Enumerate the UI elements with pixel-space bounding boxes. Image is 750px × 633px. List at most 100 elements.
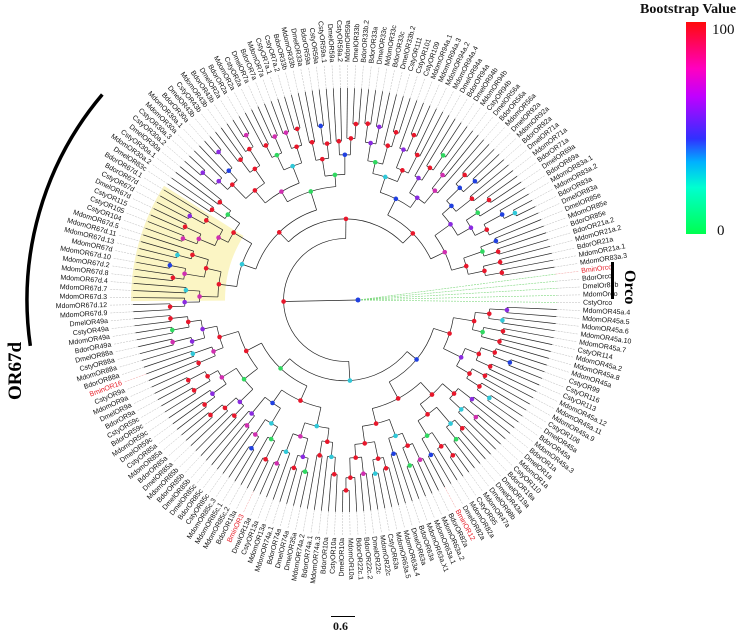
- leaf-guide-line: [555, 270, 580, 275]
- branch: [218, 151, 233, 169]
- leaf-guide-line: [375, 66, 380, 91]
- bootstrap-node-marker: [467, 371, 472, 376]
- leaf-label: MdomOR59a: [345, 20, 352, 62]
- branch: [153, 208, 187, 225]
- leaf-guide-line: [178, 450, 197, 468]
- branch: [179, 166, 222, 201]
- bootstrap-node-marker: [500, 318, 505, 323]
- branch: [383, 94, 397, 145]
- bootstrap-node-marker: [170, 275, 176, 281]
- bootstrap-node-marker: [459, 425, 465, 431]
- branch: [402, 447, 411, 466]
- leaf-guide-line: [442, 90, 455, 113]
- branch: [157, 382, 190, 401]
- orco-branch: [357, 295, 557, 301]
- branch: [446, 187, 461, 201]
- branch: [233, 232, 252, 244]
- bootstrap-node-marker: [512, 210, 518, 216]
- leaf-guide-line: [295, 507, 301, 531]
- leaf-guide-line: [544, 371, 568, 381]
- branch: [458, 437, 481, 464]
- branch: [500, 252, 552, 266]
- branch: [143, 234, 194, 252]
- bootstrap-node-marker: [415, 152, 420, 158]
- leaf-label: DmelOR33b: [353, 24, 362, 63]
- branch: [232, 184, 247, 199]
- leaf-guide-line: [448, 94, 462, 116]
- or67d-clade-label: OR67d: [5, 341, 26, 400]
- leaf-guide-line: [396, 71, 403, 95]
- bootstrap-node-marker: [276, 230, 282, 235]
- branch: [503, 328, 554, 339]
- leaf-guide-line: [539, 384, 562, 395]
- branch: [238, 116, 250, 134]
- bootstrap-node-marker: [237, 399, 243, 405]
- branch: [506, 312, 557, 317]
- bootstrap-node-marker: [211, 349, 216, 354]
- bootstrap-node-marker: [314, 423, 320, 429]
- leaf-guide-line: [121, 366, 145, 376]
- branch: [372, 459, 376, 474]
- branch: [502, 317, 556, 324]
- branch: [377, 473, 386, 509]
- branch: [499, 193, 529, 211]
- branch: [133, 297, 185, 299]
- leaf-guide-line: [184, 455, 202, 474]
- leaf-guide-line: [222, 481, 236, 502]
- branch: [421, 438, 432, 456]
- branch: [249, 148, 261, 166]
- branch: [285, 132, 292, 149]
- leaf-guide-line: [153, 423, 174, 438]
- leaf-guide-line: [188, 122, 205, 142]
- leaf-label: MdomOR67d.9: [60, 310, 108, 320]
- bootstrap-node-marker: [347, 378, 353, 383]
- leaf-guide-line: [554, 330, 579, 335]
- bootstrap-node-marker: [324, 439, 330, 445]
- leaf-guide-line: [118, 234, 142, 242]
- branch: [292, 165, 300, 184]
- leaf-guide-line: [436, 86, 448, 109]
- branch: [141, 241, 179, 253]
- root-branch: [283, 299, 359, 302]
- branch: [473, 419, 501, 445]
- branch: [285, 433, 294, 452]
- leaf-guide-line: [111, 265, 136, 270]
- branch: [209, 136, 222, 151]
- bootstrap-node-marker: [361, 471, 366, 477]
- bootstrap-node-marker: [202, 402, 207, 407]
- bootstrap-node-marker: [225, 212, 231, 217]
- branch: [143, 350, 193, 368]
- leaf-label: DmelOR10a: [339, 538, 346, 577]
- bootstrap-node-marker: [252, 188, 258, 193]
- orco-clade-bar: [611, 262, 614, 299]
- bootstrap-node-marker: [332, 172, 338, 178]
- branch: [483, 377, 530, 405]
- leaf-guide-line: [556, 309, 581, 311]
- bootstrap-node-marker: [182, 271, 187, 277]
- branch: [297, 93, 310, 143]
- leaf-guide-line: [250, 494, 261, 517]
- bootstrap-node-marker: [438, 444, 444, 449]
- leaf-guide-line: [423, 80, 433, 104]
- bootstrap-node-marker: [216, 281, 222, 287]
- branch: [446, 426, 457, 440]
- branch: [426, 118, 456, 166]
- branch: [440, 130, 473, 174]
- branch: [508, 364, 543, 379]
- branch: [364, 89, 369, 124]
- leaf-guide-line: [555, 323, 580, 327]
- leaf-label: MdomOR67d.3: [60, 294, 108, 302]
- branch: [190, 410, 228, 446]
- branch: [365, 123, 369, 143]
- leaf-guide-line: [526, 409, 547, 423]
- bootstrap-node-marker: [504, 307, 510, 313]
- leaf-guide-line: [531, 188, 554, 201]
- bootstrap-node-marker: [416, 175, 421, 181]
- leaf-guide-line: [161, 151, 181, 167]
- bootstrap-node-marker: [298, 398, 303, 403]
- leaf-guide-line: [339, 64, 341, 89]
- branch: [211, 209, 226, 219]
- branch: [391, 132, 397, 147]
- branch: [170, 305, 185, 308]
- leaf-guide-line: [167, 440, 187, 457]
